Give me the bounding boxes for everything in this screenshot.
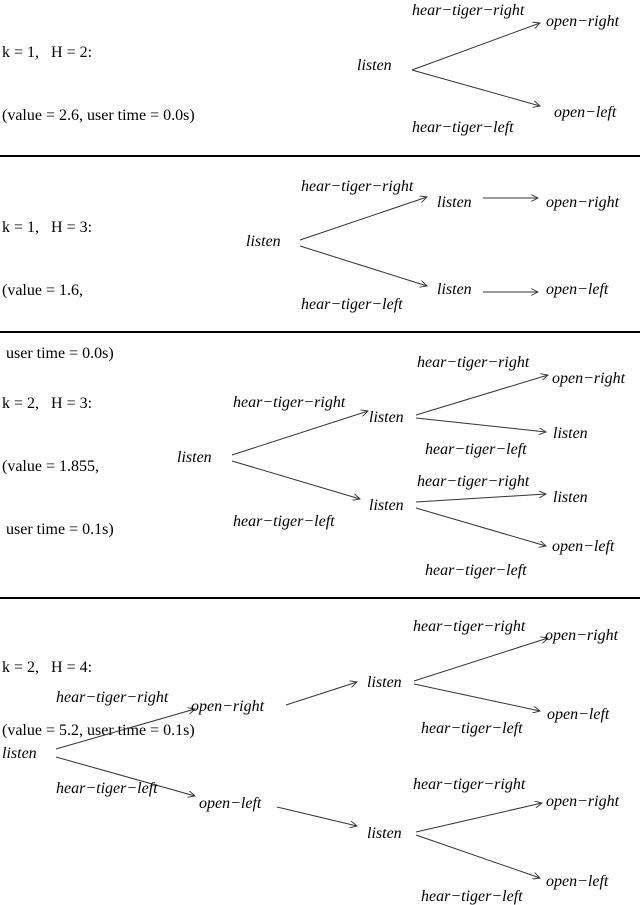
edge-label: hear−tiger−right xyxy=(412,2,525,19)
header-line: user time = 0.1s) xyxy=(2,521,114,538)
edge-label: hear−tiger−left xyxy=(56,780,158,797)
node-listen: listen xyxy=(2,745,37,762)
edge-arrow xyxy=(231,460,360,499)
edge-arrow xyxy=(415,803,542,833)
edge-arrow xyxy=(55,709,195,750)
panel-header: k = 1, H = 3: (value = 1.6, user time = … xyxy=(2,175,114,406)
header-line: (value = 1.855, xyxy=(2,458,99,475)
edge-label: hear−tiger−left xyxy=(425,562,527,579)
node-listen: listen xyxy=(246,233,281,250)
panel-header: k = 1, H = 2: (value = 2.6, user time = … xyxy=(2,0,195,168)
node-listen: listen xyxy=(369,409,404,426)
node-open-right: open−right xyxy=(546,13,620,30)
header-line: (value = 1.6, xyxy=(2,282,83,299)
edge-label: hear−tiger−right xyxy=(413,618,526,635)
edge-label: hear−tiger−left xyxy=(421,888,523,905)
panel-header: k = 2, H = 4: (value = 5.2, user time = … xyxy=(2,615,195,783)
edge-label: hear−tiger−left xyxy=(425,441,527,458)
edge-arrow xyxy=(415,494,546,503)
header-line: user time = 0.0s) xyxy=(2,345,114,362)
node-open-left: open−left xyxy=(546,281,609,298)
edge-label: hear−tiger−right xyxy=(413,776,526,793)
edge-label: hear−tiger−left xyxy=(301,296,403,313)
node-open-left: open−left xyxy=(554,104,617,121)
policy-panel-2: k = 1, H = 3: (value = 1.6, user time = … xyxy=(0,157,640,362)
edge-arrow xyxy=(55,756,195,796)
node-open-left: open−left xyxy=(199,795,262,812)
edge-arrow xyxy=(285,682,357,706)
node-listen: listen xyxy=(357,57,392,74)
edge-arrow xyxy=(276,806,357,826)
policy-panel-3: k = 2, H = 3: (value = 1.855, user time … xyxy=(0,333,640,598)
tree-panel-1: listen open−right open−left hear−tiger−r… xyxy=(357,2,620,136)
node-listen: listen xyxy=(367,674,402,691)
node-open-right: open−right xyxy=(552,370,626,387)
edge-arrow xyxy=(413,683,540,711)
divider xyxy=(0,597,640,599)
header-line: k = 2, H = 4: xyxy=(2,659,93,676)
edge-arrow xyxy=(413,638,548,682)
edge-label: hear−tiger−left xyxy=(412,119,514,136)
node-open-left: open−left xyxy=(547,706,610,723)
node-listen: listen xyxy=(553,425,588,442)
node-listen: listen xyxy=(437,281,472,298)
header-line: k = 1, H = 3: xyxy=(2,219,93,236)
node-open-right: open−right xyxy=(546,793,620,810)
edge-label: hear−tiger−right xyxy=(301,178,414,195)
node-listen: listen xyxy=(367,825,402,842)
header-line: k = 1, H = 2: xyxy=(2,44,93,61)
edge-arrow xyxy=(415,834,540,878)
node-listen: listen xyxy=(369,497,404,514)
node-open-right: open−right xyxy=(546,194,620,211)
node-open-right: open−right xyxy=(191,698,265,715)
edge-arrow xyxy=(231,411,368,456)
edge-arrow xyxy=(415,417,546,432)
edge-label: hear−tiger−right xyxy=(417,354,530,371)
node-listen: listen xyxy=(437,194,472,211)
divider xyxy=(0,331,640,333)
edge-arrow xyxy=(411,23,540,71)
edge-label: hear−tiger−right xyxy=(56,689,169,706)
edge-arrow xyxy=(415,375,548,416)
header-line: (value = 2.6, user time = 0.0s) xyxy=(2,107,195,124)
node-open-right: open−right xyxy=(545,627,619,644)
header-line: (value = 5.2, user time = 0.1s) xyxy=(2,722,195,739)
edge-arrow xyxy=(299,245,427,286)
edge-arrow xyxy=(299,197,427,241)
panel-header: k = 2, H = 3: (value = 1.855, user time … xyxy=(2,351,114,582)
edge-arrow xyxy=(411,69,540,106)
policy-panel-4: k = 2, H = 4: (value = 5.2, user time = … xyxy=(0,599,640,905)
node-open-left: open−left xyxy=(546,873,609,890)
node-open-left: open−left xyxy=(552,538,615,555)
node-listen: listen xyxy=(553,489,588,506)
edge-label: hear−tiger−left xyxy=(421,720,523,737)
divider xyxy=(0,155,640,157)
tree-panel-4: listen open−right open−left listen liste… xyxy=(2,618,620,905)
header-line: k = 2, H = 3: xyxy=(2,395,93,412)
edge-arrow xyxy=(415,507,546,546)
edge-label: hear−tiger−right xyxy=(233,394,346,411)
edge-label: hear−tiger−left xyxy=(233,513,335,530)
tree-panel-3: listen listen listen open−right listen l… xyxy=(177,354,626,579)
tree-panel-2: listen listen listen open−right open−lef… xyxy=(246,178,620,313)
edge-label: hear−tiger−right xyxy=(417,473,530,490)
node-listen: listen xyxy=(177,449,212,466)
policy-panel-1: k = 1, H = 2: (value = 2.6, user time = … xyxy=(0,0,640,156)
